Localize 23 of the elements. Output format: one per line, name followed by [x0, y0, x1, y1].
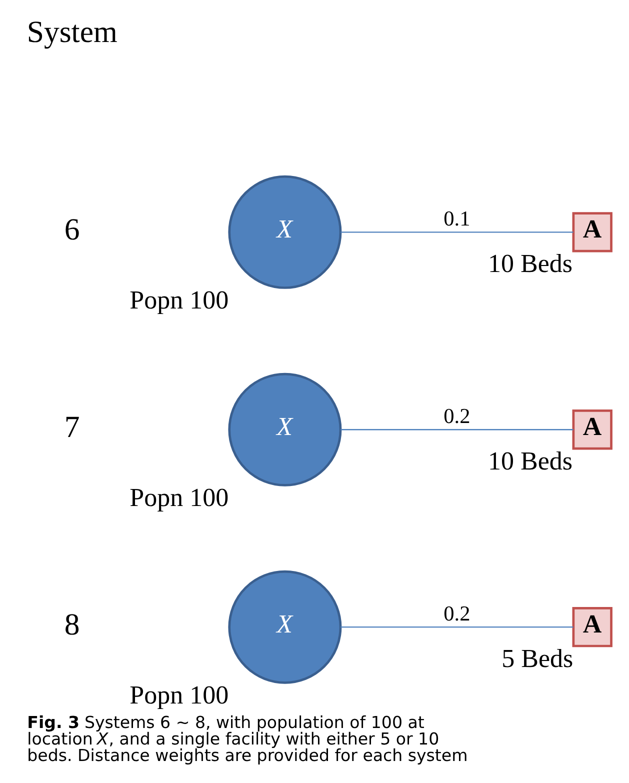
node-box: A	[572, 212, 612, 252]
node-label: Popn 100	[130, 680, 229, 710]
edge-label: 0.1	[444, 206, 470, 231]
node-label: 10 Beds	[488, 446, 573, 476]
caption: Fig. 3 Systems 6 ~ 8, with population of 100 at location X, and a single facility with either 5 or 10 beds. Distance weights are provided for each system	[27, 712, 468, 765]
node-label: 10 Beds	[488, 248, 573, 278]
label: 8	[64, 608, 80, 642]
node-circle: X	[228, 175, 342, 289]
node-box: A	[572, 410, 612, 450]
node-label: 5 Beds	[502, 644, 574, 673]
edge-label: 0.2	[444, 404, 470, 428]
connector	[340, 626, 574, 628]
node-circle: X	[228, 372, 342, 486]
connector	[340, 232, 574, 233]
edge-label: 0.2	[444, 601, 470, 626]
node-label: Popn 100	[130, 286, 229, 315]
node-box: A	[572, 606, 612, 648]
label: 7	[64, 410, 80, 444]
label: System	[26, 15, 118, 50]
node-label: Popn 100	[130, 483, 229, 512]
node-circle: X	[228, 570, 342, 684]
connector	[340, 429, 574, 430]
label: 6	[64, 212, 80, 247]
